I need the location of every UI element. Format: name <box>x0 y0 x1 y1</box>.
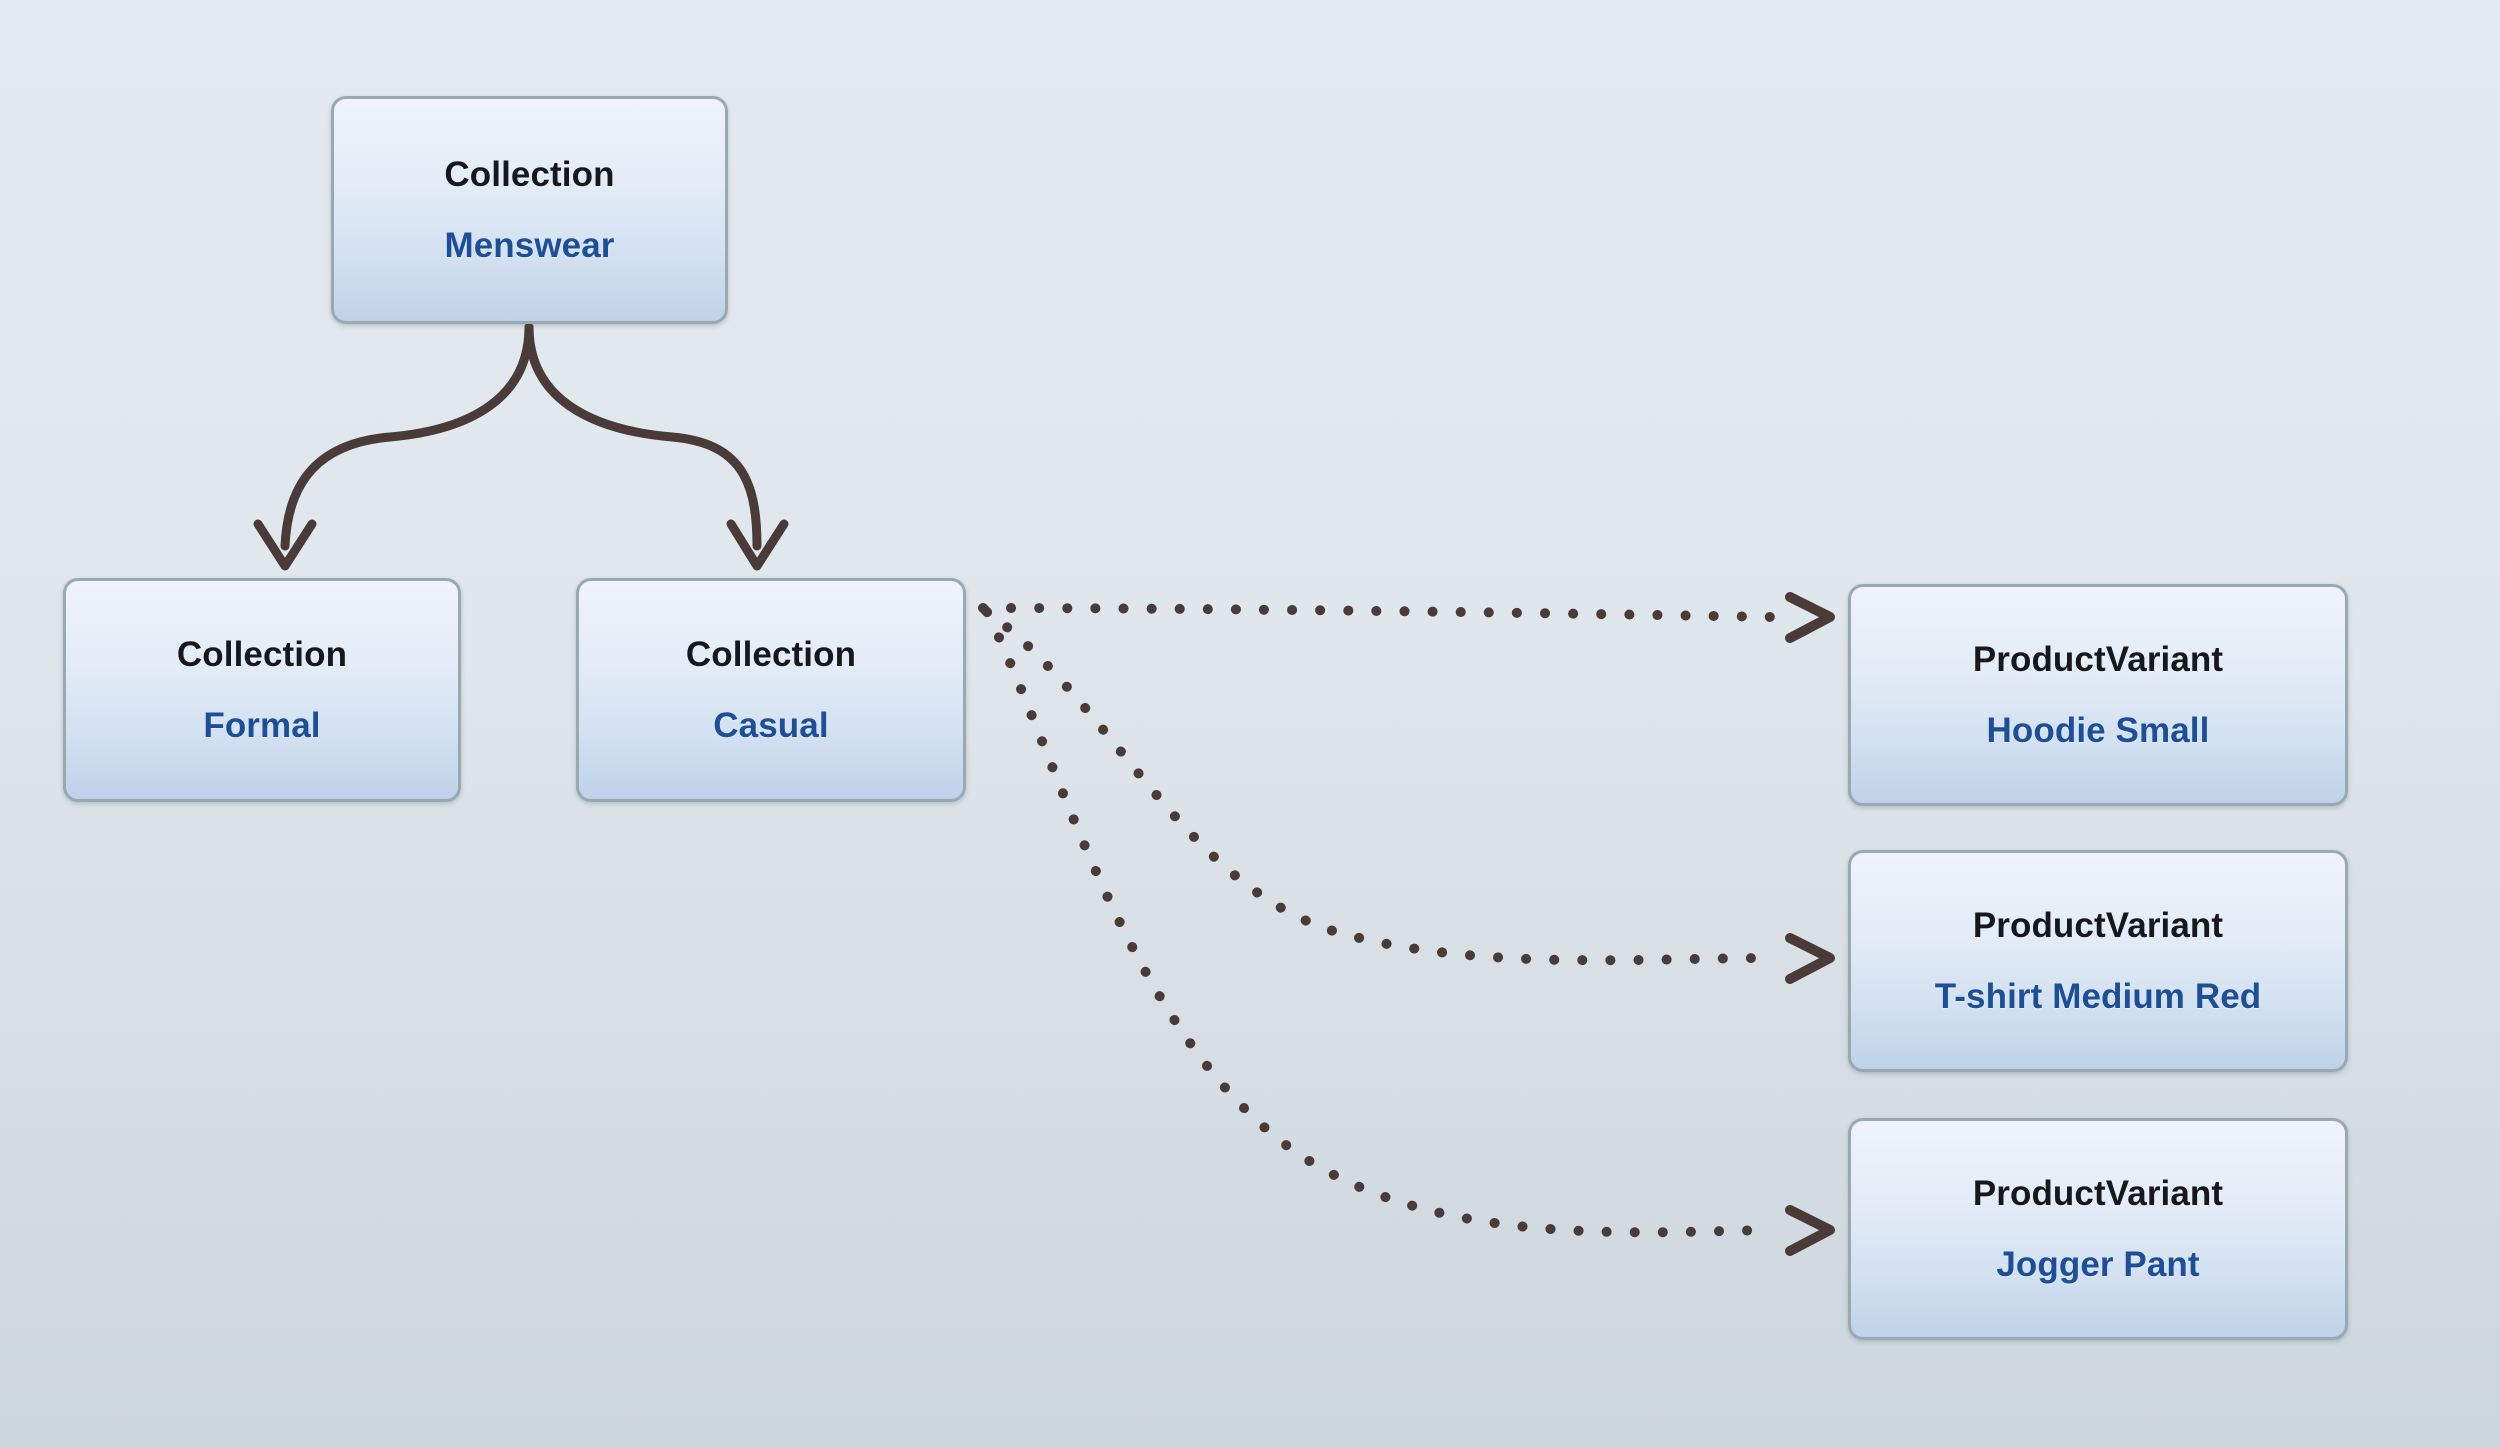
edge-menswear-casual-line <box>524 322 762 551</box>
node-type-label: Collection <box>685 635 857 674</box>
edge-casual-hoodie-line <box>978 603 1777 622</box>
node-type-label: ProductVariant <box>1972 906 2224 945</box>
node-type-label: Collection <box>176 635 348 674</box>
node-value-label: T-shirt Medium Red <box>1934 977 2262 1016</box>
node-value-label: Menswear <box>444 226 615 265</box>
node-productvariant-hoodie-small[interactable]: ProductVariant Hoodie Small <box>1848 584 2348 806</box>
edge-casual-jogger-arrowhead <box>1785 1205 1835 1256</box>
edge-casual-hoodie-arrowhead <box>1785 592 1835 643</box>
node-productvariant-jogger-pant[interactable]: ProductVariant Jogger Pant <box>1848 1118 2348 1340</box>
node-value-label: Jogger Pant <box>1996 1245 2200 1284</box>
edge-menswear-formal-arrowhead <box>253 519 317 571</box>
edge-casual-jogger-line <box>982 607 1777 1238</box>
edge-casual-tshirt-arrowhead <box>1785 933 1835 984</box>
node-type-label: ProductVariant <box>1972 1174 2224 1213</box>
node-value-label: Casual <box>713 706 829 745</box>
node-collection-casual[interactable]: Collection Casual <box>576 578 966 802</box>
node-value-label: Hoodie Small <box>1986 711 2210 750</box>
node-value-label: Formal <box>203 706 321 745</box>
node-collection-menswear[interactable]: Collection Menswear <box>331 96 728 324</box>
edge-casual-tshirt-line <box>980 605 1777 966</box>
edge-menswear-formal-line <box>280 322 534 551</box>
node-type-label: ProductVariant <box>1972 640 2224 679</box>
node-type-label: Collection <box>444 155 615 194</box>
edge-menswear-casual-arrowhead <box>726 519 789 571</box>
node-productvariant-tshirt-medium-red[interactable]: ProductVariant T-shirt Medium Red <box>1848 850 2348 1072</box>
node-collection-formal[interactable]: Collection Formal <box>63 578 461 802</box>
